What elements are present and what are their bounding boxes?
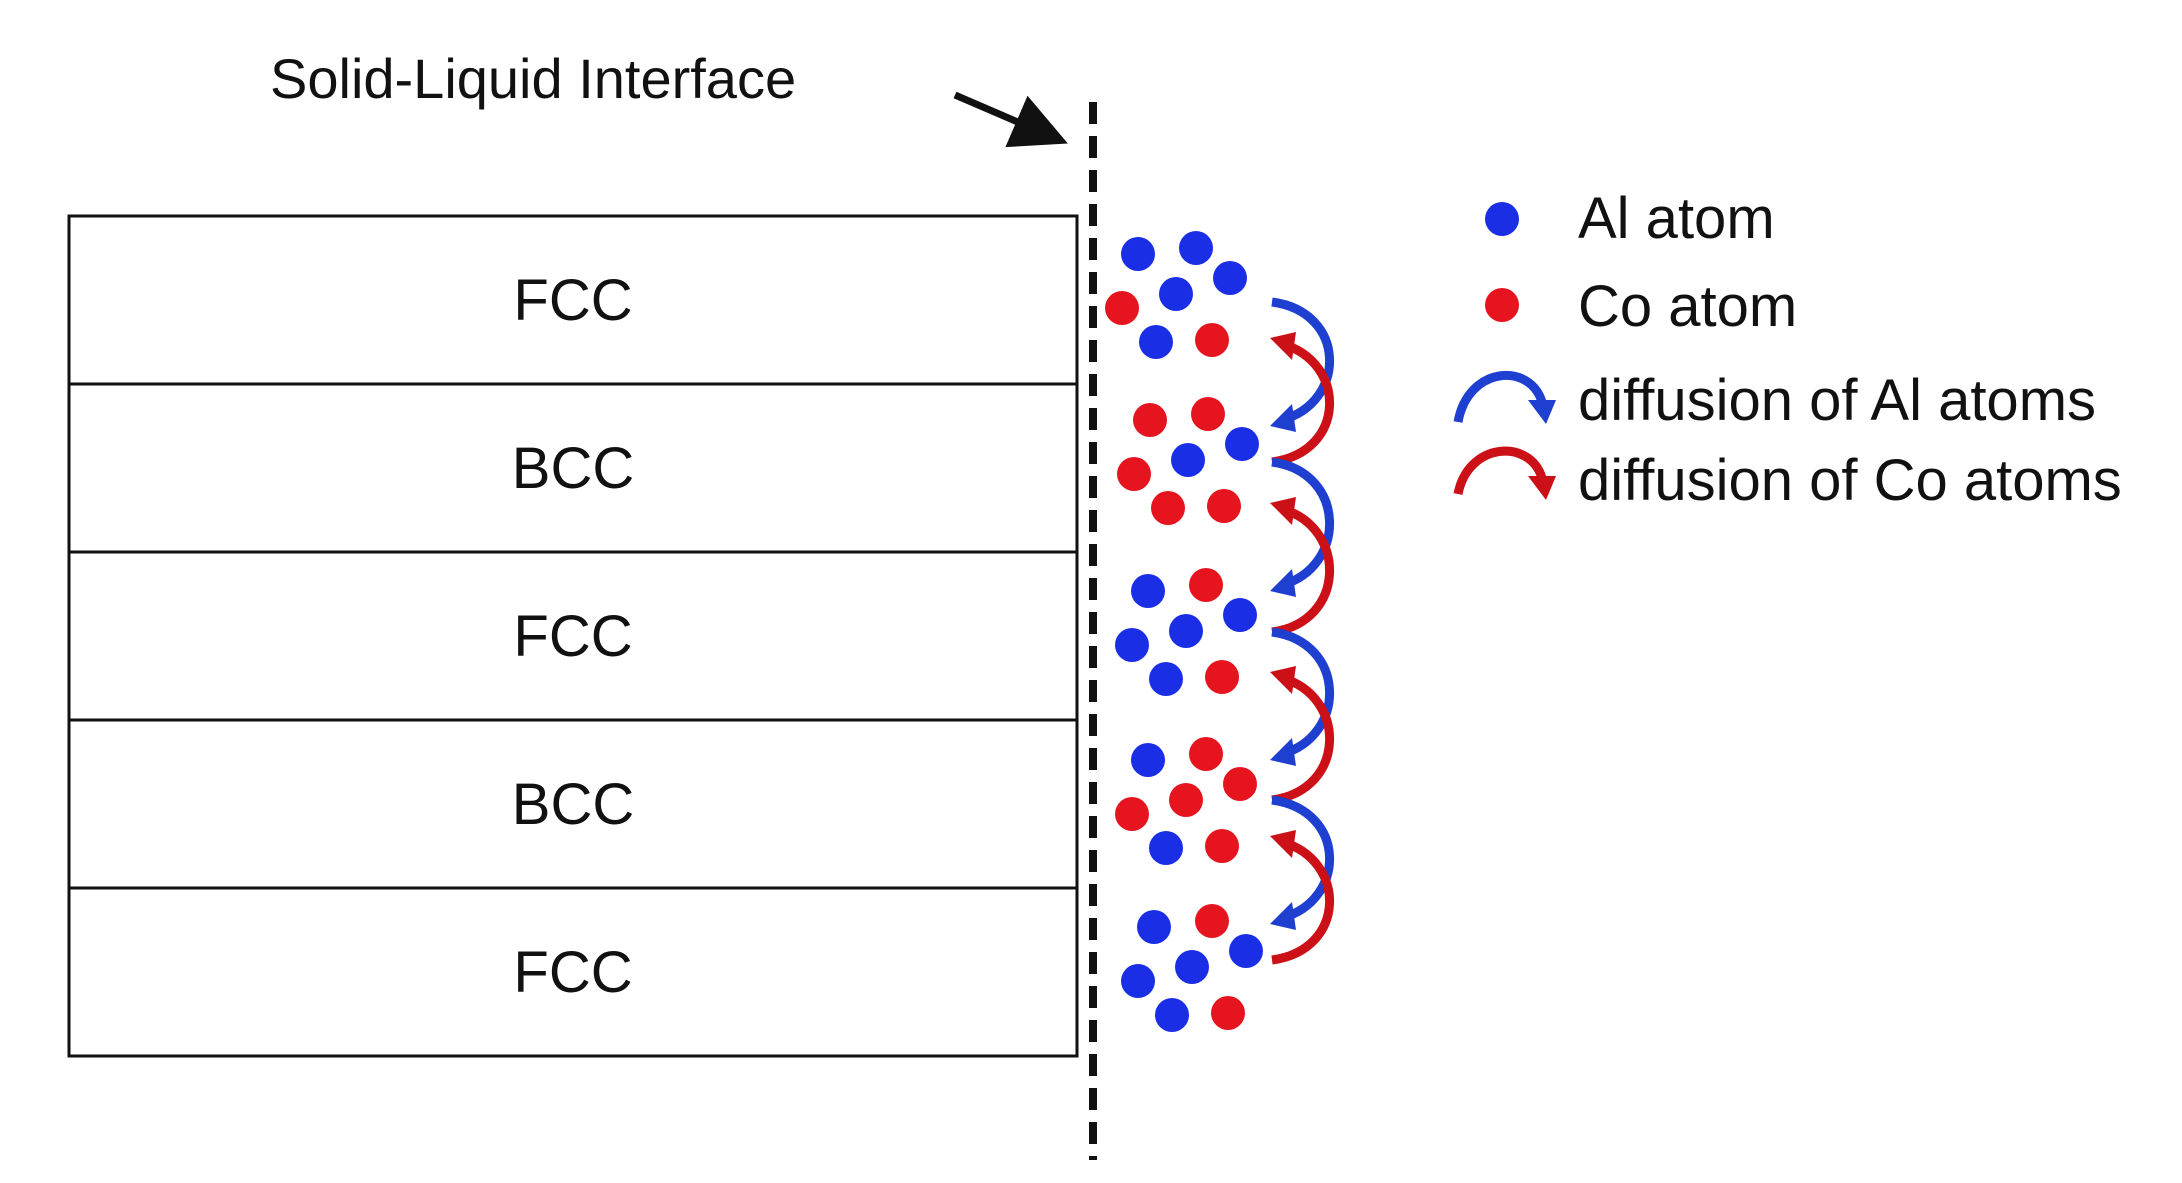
al-diffusion-arrow-head [1270, 738, 1296, 766]
legend-co-diffusion-label: diffusion of Co atoms [1578, 448, 2122, 513]
legend: Al atom Co atom diffusion of Al atoms di… [1453, 186, 2122, 513]
al-atom [1149, 662, 1183, 696]
al-atom [1225, 427, 1259, 461]
al-diffusion-arrow [1271, 457, 1334, 590]
layer-label-5: FCC [513, 940, 632, 1005]
legend-al-arrow-path-head [1528, 400, 1556, 424]
al-atom [1121, 237, 1155, 271]
layer-box-2 [67, 382, 1079, 554]
legend-al-diffusion-arrow-icon [1453, 371, 1556, 424]
co-atom [1211, 996, 1245, 1030]
co-atom [1205, 829, 1239, 863]
al-diffusion-arrow-head [1270, 404, 1296, 432]
al-atom [1223, 598, 1257, 632]
co-diffusion-arrow [1271, 504, 1334, 637]
co-atom [1189, 737, 1223, 771]
al-atom [1131, 743, 1165, 777]
legend-co-atom-dot [1485, 288, 1519, 322]
al-atom [1179, 231, 1213, 265]
co-diffusion-arrow-head [1270, 666, 1296, 694]
al-diffusion-arrow [1271, 627, 1334, 759]
co-diffusion-arrow [1271, 673, 1334, 805]
layer-box-1 [67, 214, 1079, 386]
co-atom [1189, 568, 1223, 602]
al-diffusion-arrow [1271, 795, 1334, 923]
al-atom [1121, 964, 1155, 998]
al-atom [1131, 574, 1165, 608]
layer-box-5 [67, 886, 1079, 1058]
co-diffusion-arrow-head [1270, 332, 1296, 360]
layer-box-4 [67, 718, 1079, 890]
al-atom [1137, 910, 1171, 944]
co-atom [1169, 783, 1203, 817]
al-atom [1171, 443, 1205, 477]
al-atom [1229, 934, 1263, 968]
co-atom [1195, 904, 1229, 938]
co-atom [1191, 397, 1225, 431]
atom-cluster [1105, 231, 1263, 1032]
co-diffusion-arrow [1271, 837, 1334, 965]
layer-label-3: FCC [513, 604, 632, 669]
co-atom [1115, 797, 1149, 831]
co-atom [1207, 489, 1241, 523]
legend-al-arrow-path [1453, 371, 1547, 423]
al-atom [1149, 831, 1183, 865]
al-diffusion-arrow-head [1270, 569, 1296, 597]
co-atom [1133, 403, 1167, 437]
al-atom [1169, 614, 1203, 648]
diffusion-arrows [1270, 297, 1334, 965]
interface-label: Solid-Liquid Interface [270, 47, 796, 110]
layer-stack: FCC BCC FCC BCC FCC [67, 214, 1079, 1058]
layer-label-4: BCC [512, 772, 634, 837]
al-atom [1159, 277, 1193, 311]
al-atom [1175, 950, 1209, 984]
co-diffusion-arrow-head [1270, 830, 1296, 858]
legend-co-diffusion-arrow-icon [1453, 446, 1556, 500]
al-atom [1213, 261, 1247, 295]
al-atom [1155, 998, 1189, 1032]
co-atom [1205, 660, 1239, 694]
co-diffusion-arrow-head [1270, 497, 1296, 525]
legend-co-arrow-path [1453, 446, 1547, 496]
legend-co-arrow-path-head [1528, 476, 1556, 500]
legend-al-atom-dot [1485, 202, 1519, 236]
co-atom [1117, 457, 1151, 491]
legend-al-diffusion-label: diffusion of Al atoms [1578, 368, 2096, 433]
al-atom [1139, 325, 1173, 359]
al-diffusion-arrow-head [1270, 902, 1296, 930]
co-atom [1105, 291, 1139, 325]
layer-label-2: BCC [512, 436, 634, 501]
al-diffusion-arrow [1271, 297, 1334, 425]
interface-pointer-arrow [953, 91, 1068, 148]
al-atom [1115, 628, 1149, 662]
legend-co-atom-label: Co atom [1578, 274, 1797, 339]
legend-al-atom-label: Al atom [1578, 186, 1775, 251]
co-atom [1195, 323, 1229, 357]
layer-label-1: FCC [513, 268, 632, 333]
co-diffusion-arrow [1271, 339, 1334, 467]
co-atom [1151, 491, 1185, 525]
co-atom [1223, 767, 1257, 801]
